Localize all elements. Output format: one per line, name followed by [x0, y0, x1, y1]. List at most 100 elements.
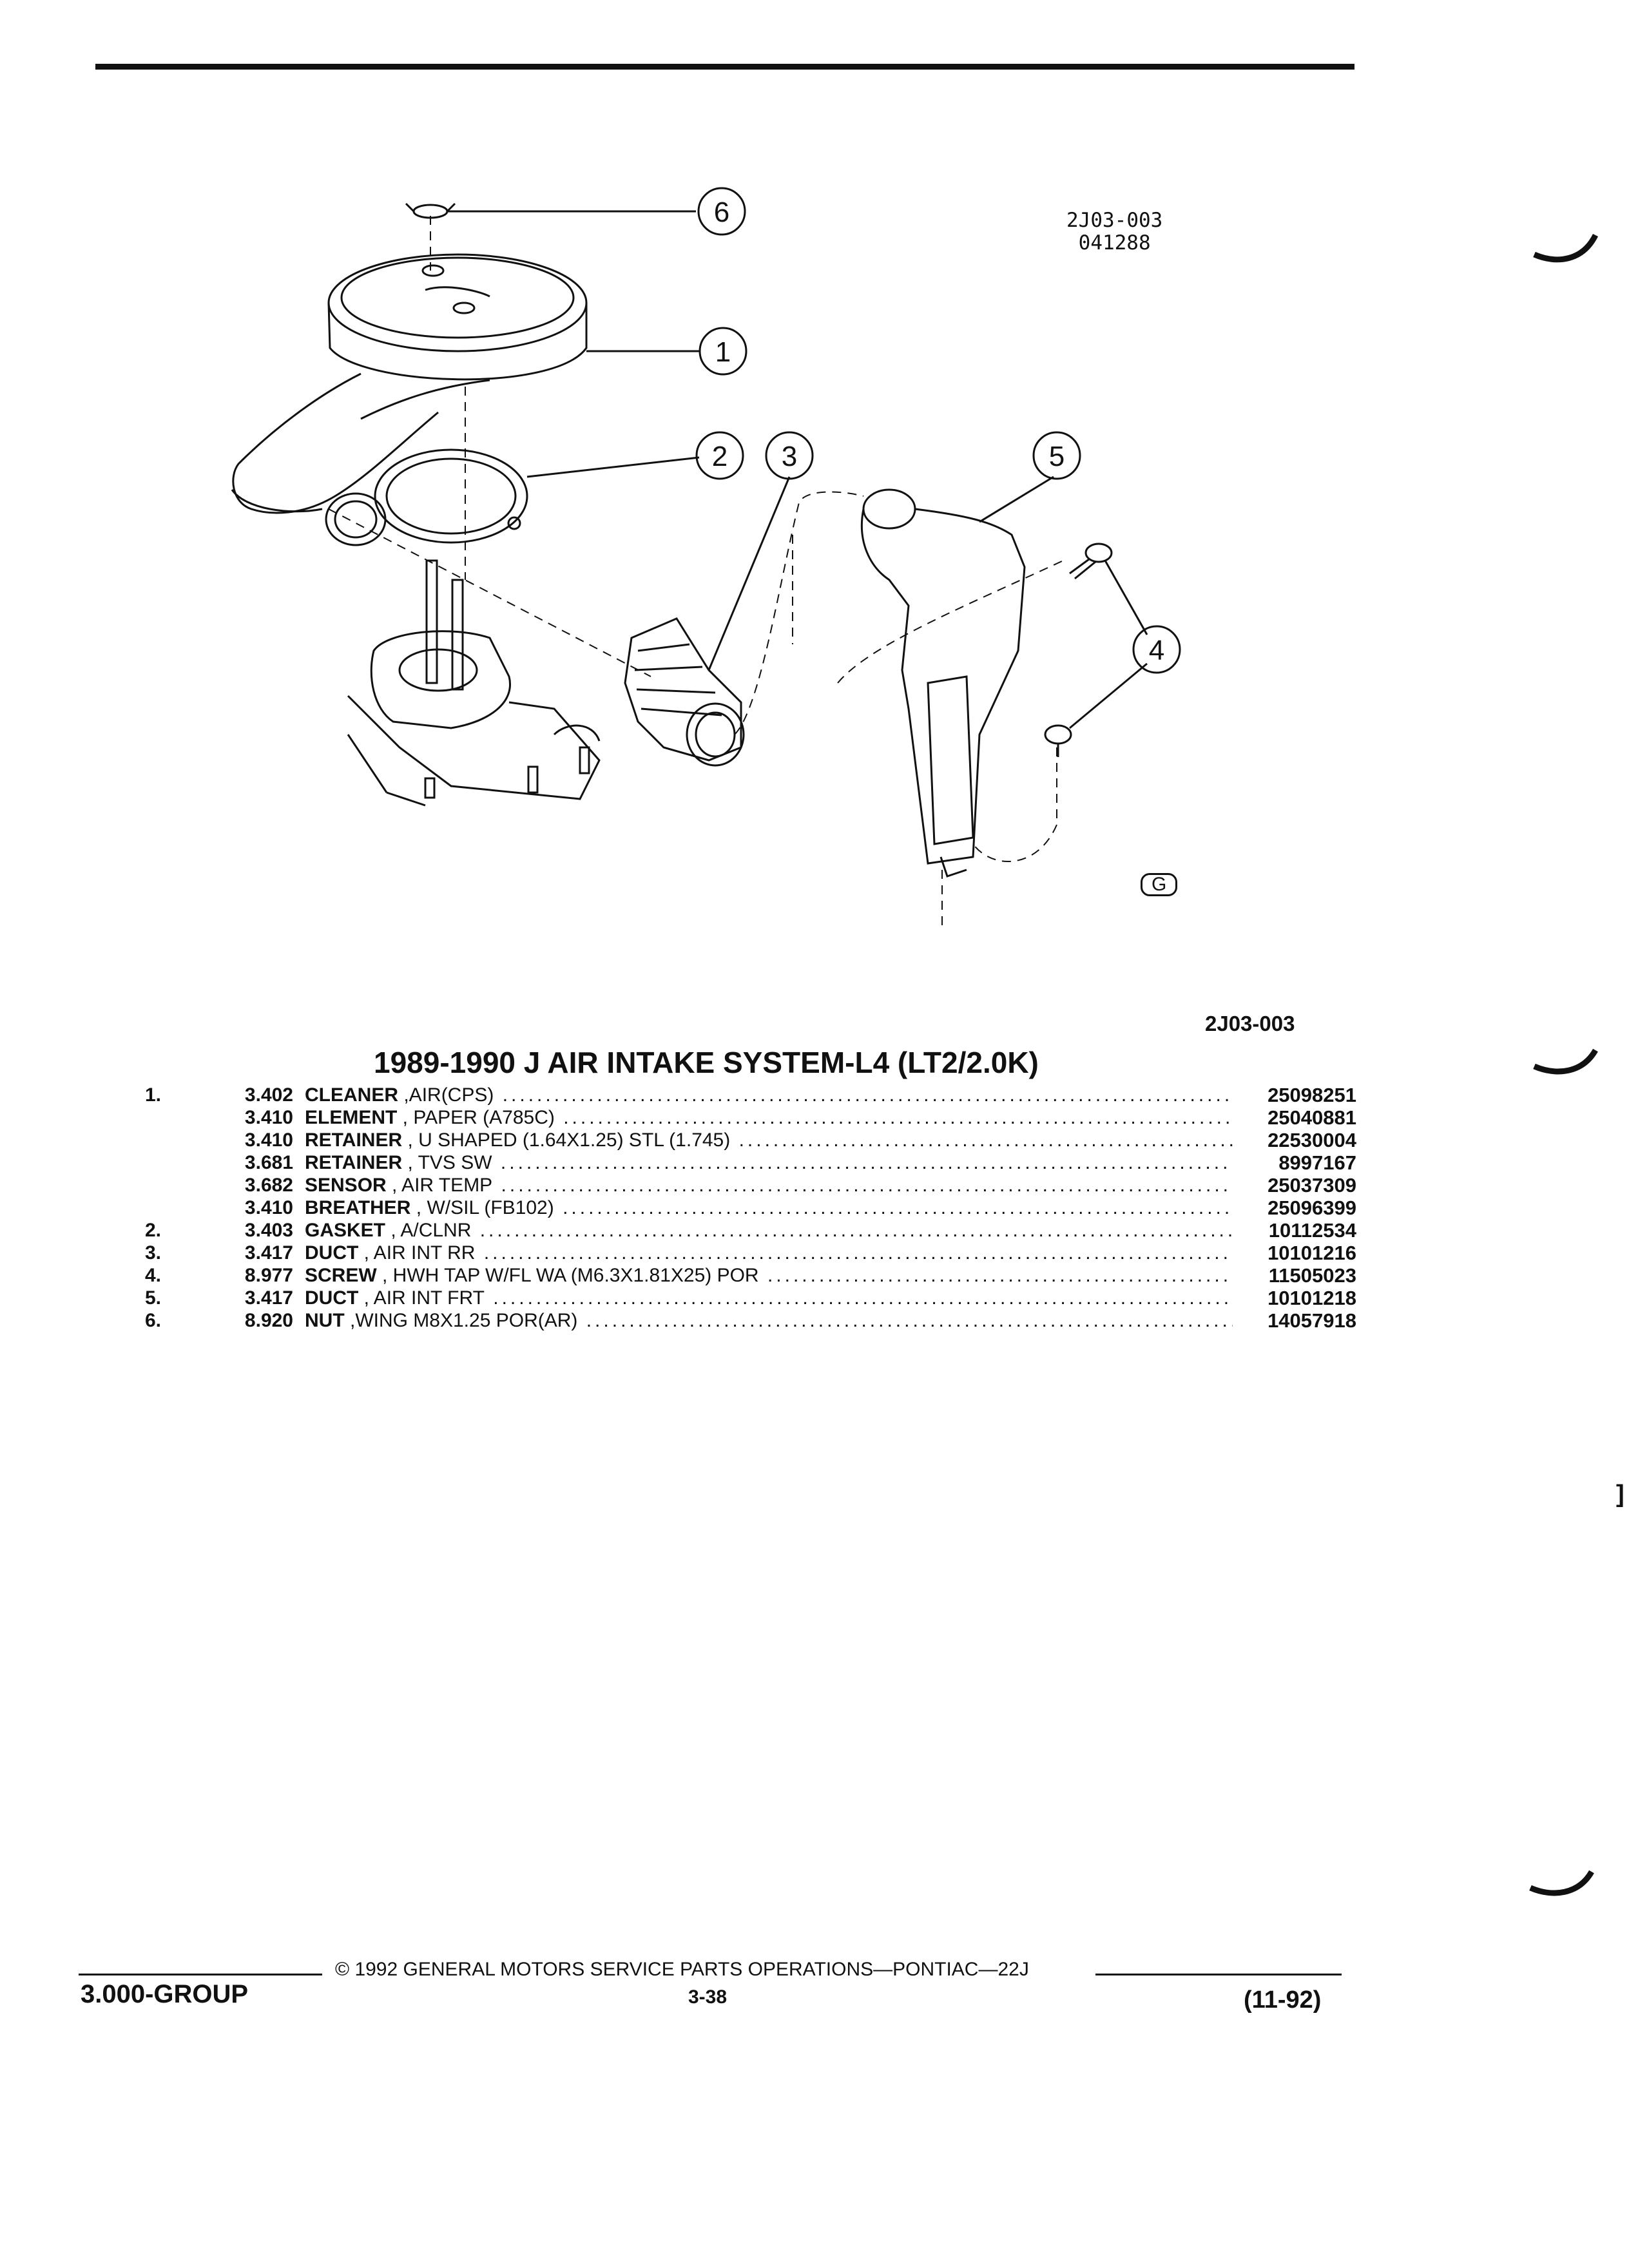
dot-leader: ........................................… — [738, 1129, 1233, 1151]
part-description: GASKET , A/CLNR ........................… — [305, 1219, 1233, 1242]
part-detail: , A/CLNR — [385, 1220, 472, 1241]
screw-parts — [1044, 543, 1113, 757]
group-number: 8.977 — [244, 1265, 293, 1286]
part-description: DUCT , AIR INT RR ......................… — [305, 1242, 1233, 1264]
part-detail: ,WING M8X1.25 POR(AR) — [344, 1310, 578, 1331]
part-detail: , TVS SW — [402, 1152, 492, 1173]
part-detail: , AIR INT RR — [358, 1242, 476, 1264]
dot-leader: ........................................… — [586, 1310, 1233, 1331]
dot-leader: ........................................… — [563, 1197, 1233, 1218]
callout-leaders — [447, 210, 1148, 729]
rear-duct-part — [624, 617, 745, 767]
item-number: 2. — [145, 1220, 162, 1241]
item-number: 1. — [145, 1084, 162, 1106]
part-description: RETAINER , U SHAPED (1.64X1.25) STL (1.7… — [305, 1129, 1233, 1151]
parts-row: 2. 3.403 GASKET , A/CLNR .................… — [145, 1219, 1356, 1242]
parts-list: 1. 3.402 CLEANER ,AIR(CPS) ...............… — [145, 1084, 1356, 1332]
group-number: 3.417 — [244, 1287, 293, 1309]
part-number: 10101218 — [1268, 1287, 1356, 1309]
figure-reference: 2J03-003 — [1205, 1012, 1295, 1035]
part-detail: , W/SIL (FB102) — [410, 1197, 554, 1218]
part-detail: , AIR TEMP — [386, 1175, 493, 1196]
part-name: BREATHER — [305, 1197, 411, 1218]
dot-leader: ........................................… — [479, 1220, 1233, 1241]
part-number: 8997167 — [1278, 1151, 1356, 1174]
part-description: SENSOR , AIR TEMP ......................… — [305, 1174, 1233, 1196]
part-number: 11505023 — [1268, 1264, 1356, 1287]
parts-row: 3.410 BREATHER , W/SIL (FB102) ..........… — [145, 1196, 1356, 1219]
callout-3: 3 — [782, 441, 797, 472]
part-name: RETAINER — [305, 1152, 403, 1173]
part-description: ELEMENT , PAPER (A785C) ................… — [305, 1106, 1233, 1129]
part-number: 22530004 — [1268, 1129, 1356, 1151]
part-number: 14057918 — [1268, 1309, 1356, 1332]
item-number: 3. — [145, 1242, 162, 1264]
parts-row: 1. 3.402 CLEANER ,AIR(CPS) ...............… — [145, 1084, 1356, 1106]
footer-rule-left — [79, 1974, 322, 1975]
exploded-parts-diagram: 6 1 2 3 4 5 — [231, 187, 1181, 928]
edge-mark: ] — [1616, 1481, 1624, 1508]
parts-row: 6. 8.920 NUT ,WING M8X1.25 POR(AR) .......… — [145, 1309, 1356, 1332]
air-cleaner-part — [231, 253, 588, 546]
figure-code-line1: 2J03-003 — [1066, 209, 1163, 232]
part-name: NUT — [305, 1310, 345, 1331]
figure-corner-symbol: G — [1141, 873, 1178, 896]
part-description: BREATHER , W/SIL (FB102) ...............… — [305, 1196, 1233, 1219]
group-number: 3.410 — [244, 1197, 293, 1218]
part-description: CLEANER ,AIR(CPS) ......................… — [305, 1084, 1233, 1106]
part-name: DUCT — [305, 1287, 359, 1309]
part-detail: , HWH TAP W/FL WA (M6.3X1.81X25) POR — [376, 1265, 759, 1286]
part-name: SENSOR — [305, 1175, 387, 1196]
group-number: 3.417 — [244, 1242, 293, 1264]
top-rule — [95, 64, 1354, 70]
part-description: DUCT , AIR INT FRT .....................… — [305, 1287, 1233, 1309]
dot-leader: ........................................… — [500, 1152, 1233, 1173]
item-number: 6. — [145, 1310, 162, 1331]
part-detail: , AIR INT FRT — [358, 1287, 485, 1309]
footer-copyright: © 1992 GENERAL MOTORS SERVICE PARTS OPER… — [335, 1959, 1029, 1980]
group-number: 3.403 — [244, 1220, 293, 1241]
footer-date: (11-92) — [1244, 1986, 1322, 2013]
group-number: 3.682 — [244, 1175, 293, 1196]
part-number: 25040881 — [1268, 1106, 1356, 1129]
callout-5: 5 — [1049, 441, 1065, 472]
dot-leader: ........................................… — [767, 1265, 1233, 1286]
parts-row: 5. 3.417 DUCT , AIR INT FRT ..............… — [145, 1287, 1356, 1309]
item-number: 4. — [145, 1265, 162, 1286]
callout-circles — [695, 187, 1181, 674]
dot-leader: ........................................… — [501, 1175, 1233, 1196]
margin-mark-1 — [1533, 233, 1599, 263]
part-name: RETAINER — [305, 1129, 403, 1151]
gasket-part — [374, 448, 528, 544]
footer-rule-right — [1095, 1974, 1342, 1975]
dot-leader: ........................................… — [493, 1287, 1233, 1309]
part-number: 25096399 — [1268, 1196, 1356, 1219]
margin-mark-2 — [1533, 1048, 1598, 1075]
figure-code: 2J03-003 041288 — [1066, 209, 1162, 255]
margin-mark-3 — [1529, 1870, 1594, 1896]
assembly-guide-lines — [328, 216, 1064, 928]
part-name: CLEANER — [305, 1084, 399, 1106]
part-name: SCREW — [305, 1265, 377, 1286]
part-detail: , PAPER (A785C) — [397, 1107, 555, 1128]
part-number: 10101216 — [1268, 1242, 1356, 1264]
part-description: NUT ,WING M8X1.25 POR(AR) ..............… — [305, 1309, 1233, 1332]
part-number: 10112534 — [1268, 1219, 1356, 1242]
dot-leader: ........................................… — [502, 1084, 1233, 1106]
callout-2: 2 — [712, 441, 728, 472]
callout-6: 6 — [714, 197, 729, 228]
part-name: ELEMENT — [305, 1107, 398, 1128]
group-number: 8.920 — [244, 1310, 293, 1331]
item-number: 5. — [145, 1287, 162, 1309]
callout-numbers: 6 1 2 3 4 5 — [712, 197, 1164, 666]
section-title: 1989-1990 J AIR INTAKE SYSTEM-L4 (LT2/2.… — [374, 1046, 1039, 1079]
front-duct-part — [860, 488, 1026, 878]
part-detail: , U SHAPED (1.64X1.25) STL (1.745) — [402, 1129, 731, 1151]
dot-leader: ........................................… — [563, 1107, 1233, 1128]
part-detail: ,AIR(CPS) — [398, 1084, 494, 1106]
group-number: 3.402 — [244, 1084, 293, 1106]
part-number: 25037309 — [1268, 1174, 1356, 1196]
